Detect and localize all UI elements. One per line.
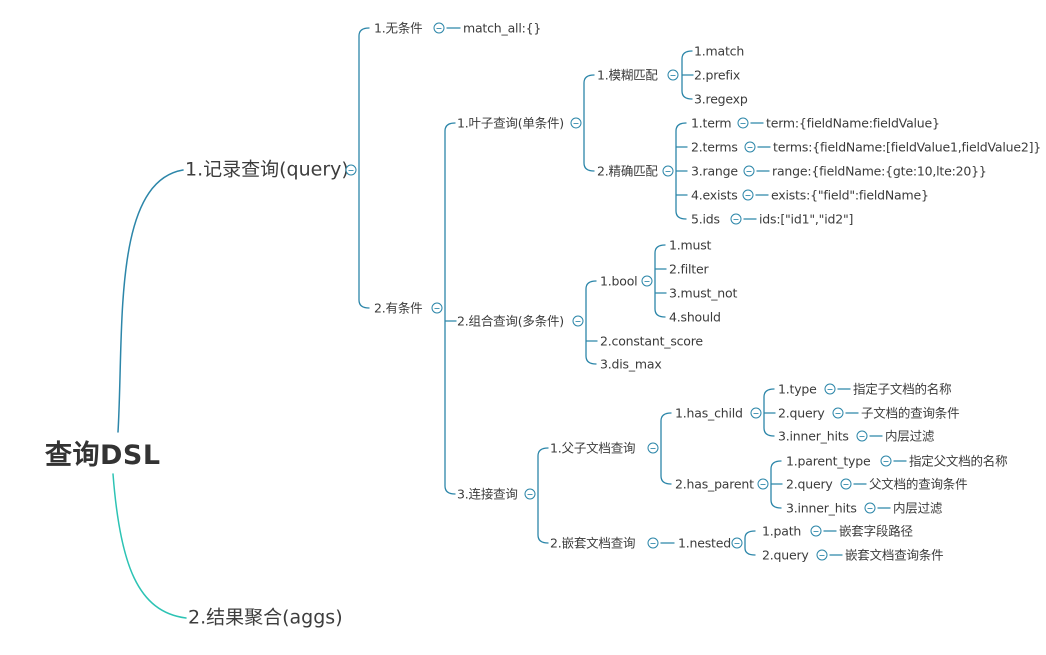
- node-nested[interactable]: 1.nested: [678, 535, 731, 551]
- collapse-toggle-ids[interactable]: [730, 213, 742, 225]
- collapse-toggle-range[interactable]: [743, 165, 755, 177]
- collapse-toggle-parent-type[interactable]: [880, 455, 892, 467]
- collapse-toggle-query-nested[interactable]: [816, 549, 828, 561]
- collapse-toggle-exact-match[interactable]: [662, 165, 674, 177]
- collapse-toggle-fuzzy-match[interactable]: [667, 69, 679, 81]
- node-result-aggs[interactable]: 2.结果聚合(aggs): [188, 606, 343, 629]
- bracket-parent-child-children: [660, 412, 672, 485]
- node-no-condition[interactable]: 1.无条件: [374, 20, 423, 36]
- node-must-not[interactable]: 3.must_not: [669, 285, 738, 301]
- value-type[interactable]: 指定子文档的名称: [853, 381, 952, 397]
- branch-curve-result-aggs: [112, 473, 187, 619]
- node-nested-doc-query[interactable]: 2.嵌套文档查询: [550, 535, 636, 551]
- node-match[interactable]: 1.match: [694, 43, 745, 59]
- node-record-query[interactable]: 1.记录查询(query): [185, 158, 349, 181]
- bracket-nested-children: [744, 530, 756, 556]
- bracket-bool-children: [654, 244, 667, 318]
- node-must[interactable]: 1.must: [669, 237, 712, 253]
- node-exists[interactable]: 4.exists: [691, 187, 738, 203]
- value-inner-hits-parent[interactable]: 内层过滤: [893, 500, 943, 516]
- node-dis-max[interactable]: 3.dis_max: [600, 356, 662, 372]
- collapse-toggle-query-child[interactable]: [832, 407, 844, 419]
- bracket-exact-children: [675, 122, 688, 220]
- node-range[interactable]: 3.range: [691, 163, 738, 179]
- node-conditional[interactable]: 2.有条件: [374, 300, 423, 316]
- value-inner-hits-child[interactable]: 内层过滤: [885, 428, 935, 444]
- node-query-child[interactable]: 2.query: [778, 405, 825, 421]
- node-path[interactable]: 1.path: [762, 523, 802, 539]
- collapse-toggle-no-condition[interactable]: [433, 22, 445, 34]
- collapse-toggle-bool[interactable]: [641, 275, 653, 287]
- node-parent-type[interactable]: 1.parent_type: [786, 453, 871, 469]
- branch-curve-record-query: [117, 169, 184, 433]
- collapse-toggle-record-query[interactable]: [345, 164, 357, 176]
- bracket-fuzzy-children: [681, 50, 694, 100]
- collapse-toggle-terms[interactable]: [744, 141, 756, 153]
- node-has-child[interactable]: 1.has_child: [675, 405, 743, 421]
- value-range[interactable]: range:{fieldName:{gte:10,lte:20}}: [772, 163, 987, 179]
- node-leaf-query[interactable]: 1.叶子查询(单条件): [457, 115, 564, 131]
- collapse-toggle-has-child[interactable]: [750, 407, 762, 419]
- collapse-toggle-leaf-query[interactable]: [570, 117, 582, 129]
- node-constant-score[interactable]: 2.constant_score: [600, 333, 703, 349]
- node-inner-hits-parent[interactable]: 3.inner_hits: [786, 500, 857, 516]
- value-ids[interactable]: ids:["id1","id2"]: [759, 211, 854, 227]
- node-parent-child-query[interactable]: 1.父子文档查询: [550, 440, 636, 456]
- collapse-toggle-path[interactable]: [810, 525, 822, 537]
- collapse-toggle-compound-query[interactable]: [572, 315, 584, 327]
- collapse-toggle-has-parent[interactable]: [757, 478, 769, 490]
- node-type[interactable]: 1.type: [778, 381, 817, 397]
- collapse-toggle-conditional[interactable]: [431, 302, 443, 314]
- node-compound-query[interactable]: 2.组合查询(多条件): [457, 313, 564, 329]
- node-bool[interactable]: 1.bool: [600, 273, 638, 289]
- node-join-query[interactable]: 3.连接查询: [457, 486, 518, 502]
- node-term[interactable]: 1.term: [691, 115, 732, 131]
- value-query-parent[interactable]: 父文档的查询条件: [869, 476, 968, 492]
- bracket-record-query-children: [358, 27, 370, 309]
- collapse-toggle-parent-child[interactable]: [647, 442, 659, 454]
- value-query-child[interactable]: 子文档的查询条件: [861, 405, 960, 421]
- node-fuzzy-match[interactable]: 1.模糊匹配: [597, 67, 658, 83]
- node-ids[interactable]: 5.ids: [691, 211, 720, 227]
- node-filter[interactable]: 2.filter: [669, 261, 709, 277]
- bracket-has-child-children: [763, 388, 776, 437]
- value-query-nested[interactable]: 嵌套文档查询条件: [845, 547, 944, 563]
- node-has-parent[interactable]: 2.has_parent: [675, 476, 754, 492]
- collapse-toggle-type[interactable]: [824, 383, 836, 395]
- node-terms[interactable]: 2.terms: [691, 139, 738, 155]
- collapse-toggle-nested-doc[interactable]: [647, 537, 659, 549]
- collapse-toggle-query-parent[interactable]: [840, 478, 852, 490]
- node-should[interactable]: 4.should: [669, 309, 721, 325]
- connector-dashes: [446, 27, 907, 556]
- bracket-join-children: [537, 447, 549, 544]
- node-exact-match[interactable]: 2.精确匹配: [597, 163, 658, 179]
- collapse-toggle-nested[interactable]: [731, 537, 743, 549]
- node-prefix[interactable]: 2.prefix: [694, 67, 741, 83]
- value-term[interactable]: term:{fieldName:fieldValue}: [766, 115, 940, 131]
- collapse-toggle-inner-hits-parent[interactable]: [864, 502, 876, 514]
- value-exists[interactable]: exists:{"field":fieldName}: [771, 187, 929, 203]
- collapse-toggle-term[interactable]: [737, 117, 749, 129]
- bracket-leaf-query-children: [583, 74, 595, 172]
- collapse-toggle-join-query[interactable]: [524, 488, 536, 500]
- bracket-compound-children: [585, 280, 598, 365]
- value-path[interactable]: 嵌套字段路径: [839, 523, 913, 539]
- node-regexp[interactable]: 3.regexp: [694, 91, 748, 107]
- collapse-toggle-inner-hits-child[interactable]: [856, 430, 868, 442]
- value-terms[interactable]: terms:{fieldName:[fieldValue1,fieldValue…: [773, 139, 1042, 155]
- value-parent-type[interactable]: 指定父文档的名称: [909, 453, 1008, 469]
- node-query-parent[interactable]: 2.query: [786, 476, 833, 492]
- node-root[interactable]: 查询DSL: [45, 439, 161, 471]
- node-query-nested[interactable]: 2.query: [762, 547, 809, 563]
- bracket-conditional-children: [444, 122, 457, 495]
- value-match-all[interactable]: match_all:{}: [463, 20, 542, 36]
- bracket-has-parent-children: [770, 460, 783, 509]
- collapse-toggle-exists[interactable]: [742, 189, 754, 201]
- node-inner-hits-child[interactable]: 3.inner_hits: [778, 428, 849, 444]
